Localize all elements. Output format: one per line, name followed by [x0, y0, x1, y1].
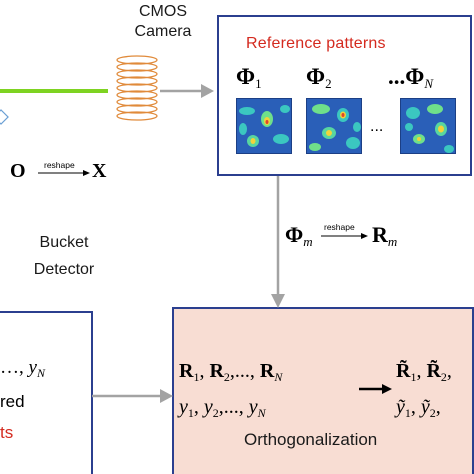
bucket-label-line1: Bucket [39, 234, 89, 251]
pattern-ellipsis: ... [370, 118, 384, 135]
left-box [0, 311, 93, 474]
pattern-image-1 [236, 98, 292, 154]
arrow-left-to-ortho [92, 389, 173, 403]
y-series: y1, y2,..., yN [179, 396, 266, 420]
ortho-arrow [359, 384, 392, 394]
arrow-camera-to-patterns [160, 84, 214, 98]
o-symbol: O [10, 160, 26, 182]
orthogonalization-label: Orthogonalization [244, 430, 378, 449]
camera-label-line2: Camera [134, 23, 192, 40]
left-box-line2: red [0, 392, 25, 411]
reshape-arrow-ox [38, 170, 90, 176]
reshape-label-ox: reshape [44, 160, 75, 170]
bucket-label-line2: Detector [33, 261, 95, 278]
y-tilde-series: ỹ1, ỹ2, [396, 396, 441, 420]
x-symbol: X [92, 160, 107, 182]
phi-n-label: ...ΦN [388, 64, 433, 91]
optic-element [0, 109, 9, 125]
phi-m-symbol: Φm [285, 222, 313, 249]
reference-title: Reference patterns [246, 35, 386, 52]
r-tilde-series: R̃1, R̃2, [396, 360, 452, 384]
bucket-detector-label: Bucket Detector [14, 229, 114, 283]
camera-coil [116, 55, 158, 121]
pattern-image-2 [306, 98, 362, 154]
camera-label: CMOS Camera [108, 2, 218, 42]
r-m-symbol: Rm [372, 222, 398, 249]
reshape-label-phim: reshape [324, 222, 355, 232]
ortho-box [172, 307, 474, 474]
left-box-line3: ts [0, 423, 14, 442]
reshape-arrow-phim [321, 233, 368, 239]
r-series: R1, R2,..., RN [179, 360, 283, 384]
arrow-patterns-to-ortho [271, 176, 285, 308]
phi-2-label: Φ2 [306, 64, 332, 91]
camera-label-line1: CMOS [139, 3, 187, 20]
pattern-image-n [400, 98, 456, 154]
left-box-y-series: …, yN [0, 357, 45, 380]
phi-1-label: Φ1 [236, 64, 262, 91]
